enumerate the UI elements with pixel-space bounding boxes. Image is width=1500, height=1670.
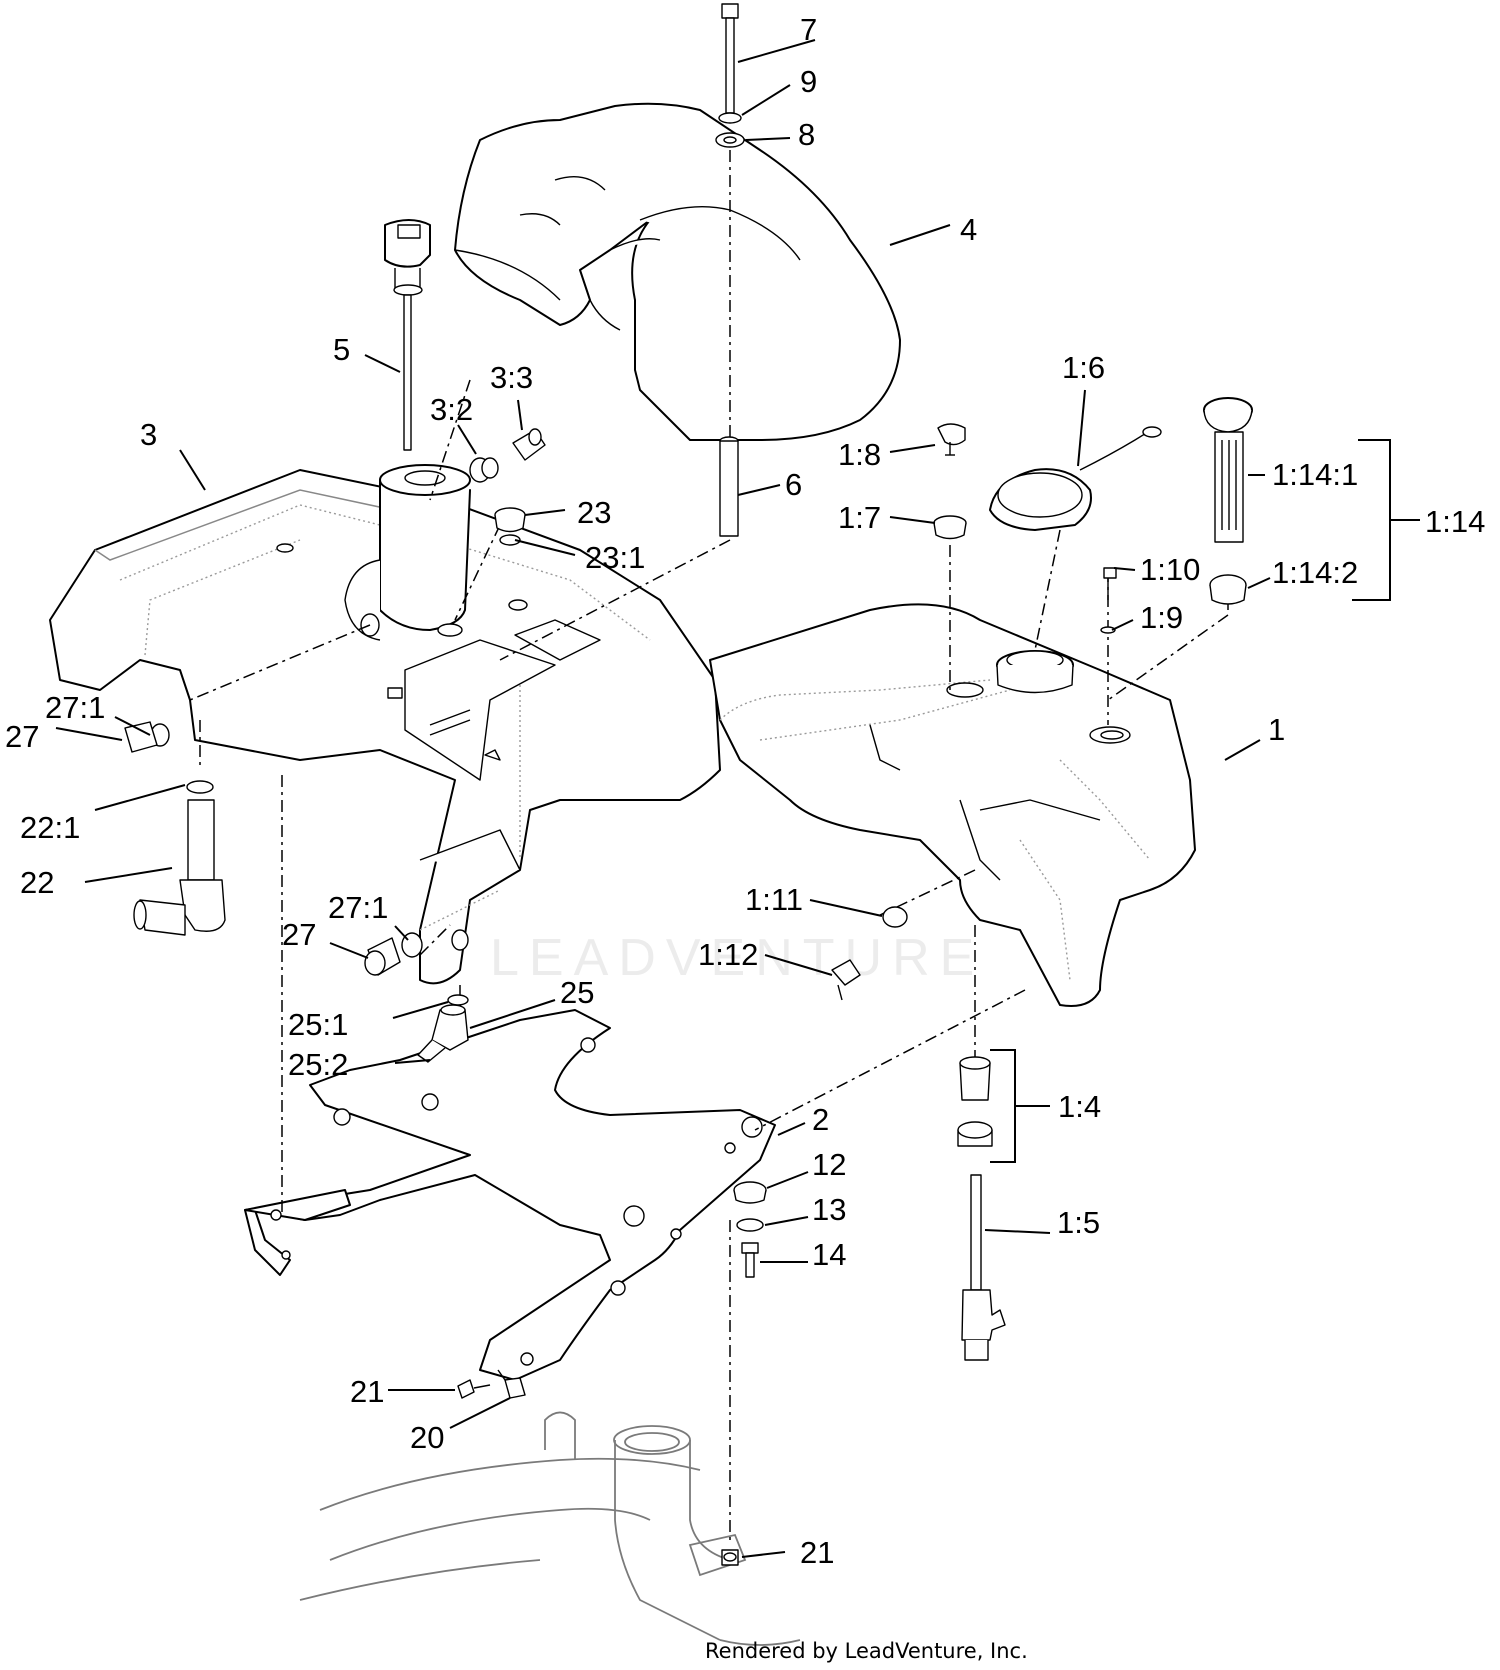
- callout-3-2: 3:2: [430, 392, 473, 427]
- callout-8: 8: [798, 117, 815, 152]
- brackets: [990, 439, 1420, 1163]
- callout-1-8: 1:8: [838, 437, 881, 472]
- leader-lines: [55, 39, 1271, 1558]
- callout-20: 20: [410, 1420, 444, 1455]
- callout-1-4: 1:4: [1058, 1089, 1101, 1124]
- part-1-tank-right: [709, 603, 1196, 1007]
- callout-25-2: 25:2: [288, 1047, 348, 1082]
- callout-13: 13: [812, 1192, 846, 1227]
- callout-21-bottom: 21: [800, 1535, 834, 1570]
- callout-1-14: 1:14: [1425, 504, 1485, 539]
- part-4-cover: [454, 102, 901, 441]
- callout-9: 9: [800, 64, 817, 99]
- frame-phantom: [299, 1411, 801, 1646]
- callout-27-1-upper: 27:1: [45, 690, 105, 725]
- callout-1-5: 1:5: [1057, 1205, 1100, 1240]
- callout-1-6: 1:6: [1062, 350, 1105, 385]
- callout-25: 25: [560, 975, 594, 1010]
- callout-1-12: 1:12: [698, 937, 758, 972]
- callout-5: 5: [333, 332, 350, 367]
- callout-27-lower: 27: [282, 917, 316, 952]
- callout-1: 1: [1268, 712, 1285, 747]
- callout-7: 7: [800, 12, 817, 47]
- callout-labels: 7 9 8 4 5 3:3 3:2 3 6 23 23:1 1:6 1:8 1:…: [5, 12, 1485, 1570]
- callout-3-3: 3:3: [490, 360, 533, 395]
- callout-1-14-1: 1:14:1: [1272, 457, 1358, 492]
- callout-25-1: 25:1: [288, 1007, 348, 1042]
- callout-23: 23: [577, 495, 611, 530]
- callout-1-9: 1:9: [1140, 600, 1183, 635]
- callout-14: 14: [812, 1237, 846, 1272]
- callout-22-1: 22:1: [20, 810, 80, 845]
- callout-1-14-2: 1:14:2: [1272, 555, 1358, 590]
- callout-22: 22: [20, 865, 54, 900]
- callout-1-7: 1:7: [838, 500, 881, 535]
- callout-3: 3: [140, 417, 157, 452]
- callout-1-11: 1:11: [745, 882, 803, 917]
- part-2-mount-plate: [244, 1009, 776, 1381]
- callout-21-left: 21: [350, 1374, 384, 1409]
- callout-27-1-lower: 27:1: [328, 890, 388, 925]
- part-3-tank-left: [49, 464, 721, 985]
- assembly-lines: [189, 150, 1229, 1540]
- callout-12: 12: [812, 1147, 846, 1182]
- callout-1-10: 1:10: [1140, 552, 1200, 587]
- callout-2: 2: [812, 1102, 829, 1137]
- callout-4: 4: [960, 212, 977, 247]
- hardware: [124, 3, 1253, 1566]
- callout-6: 6: [785, 467, 802, 502]
- watermark-text: LEADVENTURE: [490, 929, 984, 987]
- callout-23-1: 23:1: [585, 540, 645, 575]
- callout-27-upper: 27: [5, 719, 39, 754]
- footer-credit: Rendered by LeadVenture, Inc.: [705, 1639, 1028, 1663]
